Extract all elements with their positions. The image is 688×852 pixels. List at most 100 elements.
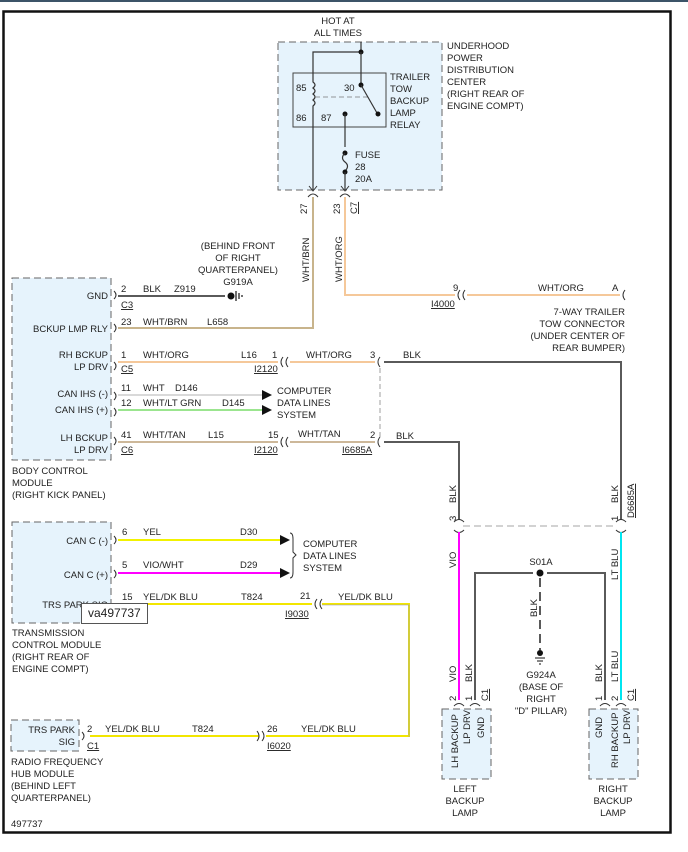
wire-blk-lamps: [474, 572, 606, 700]
bcm-pin-label-can-pos: CAN IHS (+): [55, 405, 108, 416]
svg-text:12: 12: [121, 398, 132, 409]
svg-text:D145: D145: [222, 398, 245, 409]
data-lines-arrows-bcm: [262, 390, 272, 415]
svg-text:CONTROL MODULE: CONTROL MODULE: [12, 640, 101, 651]
svg-text:WHT/ORG: WHT/ORG: [334, 236, 345, 282]
ground-g919a-label: (BEHIND FRONT OF RIGHT QUARTERPANEL) G91…: [198, 241, 278, 288]
svg-text:2: 2: [610, 696, 621, 701]
bcm-pin-label-rh: RH BCKUP: [59, 350, 108, 361]
data-lines-arrows-tcm: [280, 535, 290, 578]
d6685a-id: D6685A: [626, 483, 637, 518]
diagram-frame: [2, 10, 672, 834]
svg-text:POWER: POWER: [447, 53, 483, 64]
svg-text:BLK: BLK: [610, 484, 621, 503]
svg-text:TRAILER: TRAILER: [390, 72, 430, 83]
svg-text:LP DRV: LP DRV: [74, 362, 109, 373]
svg-text:WHT/TAN: WHT/TAN: [298, 429, 341, 440]
svg-text:27: 27: [299, 203, 310, 214]
svg-text:TOW CONNECTOR: TOW CONNECTOR: [539, 319, 625, 330]
svg-text:G919A: G919A: [223, 277, 253, 288]
svg-text:ENGINE COMPT): ENGINE COMPT): [12, 664, 89, 675]
tcm-pin-label-can-neg: CAN C (-): [66, 536, 108, 547]
svg-text:D146: D146: [175, 383, 198, 394]
svg-text:2: 2: [121, 284, 126, 295]
pdc-output-labels: 27 23 C7 WHT/BRN WHT/ORG: [299, 202, 360, 282]
svg-text:21: 21: [300, 591, 311, 602]
bcm-pin-label-bckup-rly: BCKUP LMP RLY: [33, 324, 109, 335]
svg-text:BLK: BLK: [448, 484, 459, 503]
bcm-pin-label-lh: LH BCKUP: [60, 433, 108, 444]
svg-text:3: 3: [448, 516, 459, 521]
svg-text:SYSTEM: SYSTEM: [277, 410, 316, 421]
svg-text:41: 41: [121, 430, 132, 441]
svg-text:WHT/TAN: WHT/TAN: [143, 430, 186, 441]
connector-i6685a: [377, 356, 381, 448]
wire-blk-lh: [384, 441, 460, 520]
pdc-name: UNDERHOOD POWER DISTRIBUTION CENTER (RIG…: [447, 41, 525, 112]
svg-text:11: 11: [121, 383, 131, 394]
connector-i4000: [457, 289, 466, 301]
svg-text:C1: C1: [480, 689, 491, 701]
svg-text:1: 1: [464, 696, 475, 701]
tcm-pin-label-can-pos: CAN C (+): [64, 570, 108, 581]
svg-text:(RIGHT REAR OF: (RIGHT REAR OF: [447, 89, 525, 100]
svg-text:LP DRV: LP DRV: [74, 445, 109, 456]
connector-i6020: [256, 730, 265, 742]
svg-text:2: 2: [370, 430, 375, 441]
svg-text:1: 1: [610, 516, 621, 521]
ground-g919a-icon: [227, 292, 235, 300]
svg-text:(RIGHT KICK PANEL): (RIGHT KICK PANEL): [12, 490, 106, 501]
svg-text:SIG: SIG: [59, 737, 75, 748]
svg-text:15: 15: [268, 430, 279, 441]
svg-text:YEL/DK BLU: YEL/DK BLU: [143, 592, 198, 603]
svg-text:C5: C5: [121, 364, 133, 375]
svg-text:BACKUP: BACKUP: [445, 796, 484, 807]
svg-text:WHT: WHT: [143, 383, 165, 394]
svg-text:Z919: Z919: [174, 284, 196, 295]
pdc-box: [277, 41, 443, 191]
svg-text:C3: C3: [121, 300, 133, 311]
svg-text:LT BLU: LT BLU: [610, 549, 621, 580]
svg-text:LAMP: LAMP: [452, 808, 478, 819]
svg-text:D30: D30: [240, 527, 257, 538]
relay-pin-85: 85: [296, 83, 307, 94]
svg-text:WHT/BRN: WHT/BRN: [143, 317, 187, 328]
svg-text:BACKUP: BACKUP: [390, 96, 429, 107]
svg-text:1: 1: [272, 350, 277, 361]
trailer-connector-name: 7-WAY TRAILER TOW CONNECTOR (UNDER CENTE…: [531, 307, 626, 354]
svg-text:TOW: TOW: [390, 84, 412, 95]
svg-text:BLK: BLK: [594, 663, 605, 682]
svg-text:VIO: VIO: [448, 666, 459, 682]
tcm-name: TRANSMISSION CONTROL MODULE (RIGHT REAR …: [12, 628, 101, 675]
svg-text:OF RIGHT: OF RIGHT: [215, 253, 261, 264]
bcm-data-lines-label: COMPUTER DATA LINES SYSTEM: [277, 386, 332, 421]
svg-text:L658: L658: [207, 317, 228, 328]
trailer-connector-icon: [622, 289, 626, 301]
svg-text:RIGHT: RIGHT: [526, 694, 556, 705]
hot-at-all-times-label: HOT AT: [321, 16, 355, 27]
svg-text:1: 1: [121, 350, 126, 361]
svg-text:BLK: BLK: [143, 284, 162, 295]
splice-s01a: [536, 569, 544, 577]
left-lamp-box: [441, 708, 492, 780]
rfhub-pin-label: TRS PARK: [28, 725, 75, 736]
window-top-bar: [0, 0, 688, 2]
bcm-pin-label-can-neg: CAN IHS (-): [57, 389, 108, 400]
bcm-name: BODY CONTROL MODULE (RIGHT KICK PANEL): [12, 466, 106, 501]
svg-text:5: 5: [122, 560, 127, 571]
connector-i2120-rh: [280, 356, 289, 368]
body-control-module: GND BCKUP LMP RLY RH BCKUP LP DRV CAN IH…: [11, 277, 112, 501]
svg-text:LEFT: LEFT: [453, 784, 476, 795]
bcm-pin-label-gnd: GND: [87, 291, 108, 302]
svg-text:ENGINE COMPT): ENGINE COMPT): [447, 101, 524, 112]
svg-text:I9030: I9030: [285, 609, 309, 620]
relay-switch: [360, 84, 378, 114]
svg-text:C1: C1: [87, 741, 99, 752]
svg-text:20A: 20A: [355, 174, 373, 185]
svg-text:RELAY: RELAY: [390, 120, 421, 131]
wire-yel-dk-blu-loop: [266, 603, 410, 737]
svg-text:I6685A: I6685A: [342, 445, 373, 456]
svg-text:DATA LINES: DATA LINES: [277, 398, 331, 409]
svg-text:23: 23: [121, 317, 132, 328]
